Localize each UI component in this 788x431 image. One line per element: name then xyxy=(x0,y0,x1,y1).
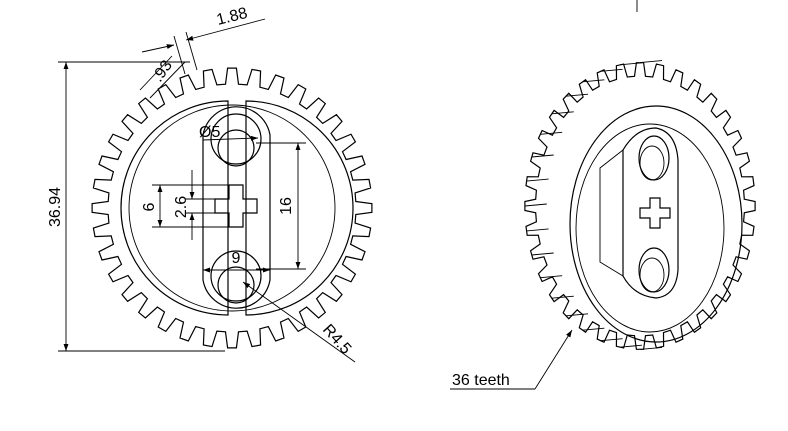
iso-tooth-ridge xyxy=(551,295,574,299)
gear-tooth-outline xyxy=(91,67,373,349)
dim-axle-inner xyxy=(185,170,215,240)
iso-beam-side xyxy=(599,149,624,277)
iso-tooth-ridge xyxy=(526,178,549,182)
iso-tooth-ridge xyxy=(565,313,589,317)
right-half-plate xyxy=(245,100,354,316)
dim-axle-outer xyxy=(152,184,229,228)
iso-tooth-ridge xyxy=(531,154,554,158)
bottom-pin-hole xyxy=(210,250,262,302)
dim-tooth-depth-label: .93 xyxy=(149,57,176,85)
iso-center-beam xyxy=(622,127,679,299)
iso-tooth-ridge xyxy=(531,252,554,256)
callout-leader xyxy=(450,329,573,390)
iso-tooth-ridge xyxy=(526,228,549,232)
dim-hole-spacing-label: 16 xyxy=(278,197,295,215)
dim-tooth-width-label: 1.88 xyxy=(215,5,249,29)
front-view: 36.94 1.88 .93 Ø5 16 xyxy=(47,5,373,363)
dim-axle-outer-label: 6 xyxy=(141,202,158,211)
dim-hole-diameter xyxy=(202,135,259,141)
dim-slot-width-label: 9 xyxy=(232,250,241,267)
iso-tooth-ridge xyxy=(600,68,623,72)
iso-top-hole xyxy=(638,135,670,181)
dim-axle-inner-label: 2.6 xyxy=(173,196,190,218)
iso-rim-inner-back xyxy=(575,123,725,333)
iso-tooth-ridge xyxy=(540,131,563,135)
iso-tooth-ridge xyxy=(639,60,663,64)
dim-tooth-depth xyxy=(139,55,186,99)
iso-tooth-ridge xyxy=(524,203,547,207)
iso-tooth-ridge xyxy=(619,62,643,66)
iso-tooth-ridge xyxy=(540,275,563,279)
gear-root-circle xyxy=(128,104,336,312)
dim-overall-diameter xyxy=(58,61,225,352)
iso-rim-inner xyxy=(569,105,743,343)
iso-tooth-ridge xyxy=(565,93,589,97)
center-beam xyxy=(202,106,271,309)
iso-tooth-ridge xyxy=(619,344,643,348)
iso-tooth-ridge xyxy=(639,346,663,350)
iso-tooth-ridge xyxy=(582,327,605,331)
iso-tooth-ridge xyxy=(582,79,605,83)
cross-axle-hole xyxy=(214,184,258,228)
dim-tooth-width xyxy=(141,18,266,75)
iso-tooth-ridge xyxy=(551,111,574,115)
dim-overall-diameter-label: 36.94 xyxy=(47,187,64,227)
iso-tooth-ridges xyxy=(524,60,663,350)
iso-bottom-hole xyxy=(638,247,670,293)
callout-teeth-label: 36 teeth xyxy=(452,372,510,389)
iso-top-hole-inner xyxy=(639,145,665,181)
iso-cross-axle xyxy=(639,197,671,229)
iso-bottom-hole-inner xyxy=(639,257,665,293)
iso-gear-tooth-outline xyxy=(524,62,756,350)
top-pin-hole-inner xyxy=(217,129,255,167)
iso-tooth-ridge xyxy=(600,338,623,342)
dim-end-radius xyxy=(242,281,356,363)
top-pin-hole xyxy=(210,113,262,165)
left-half-plate xyxy=(120,100,229,316)
isometric-view: 36 teeth xyxy=(450,0,756,390)
dim-hole-diameter-label: Ø5 xyxy=(199,124,220,141)
bottom-pin-hole-inner xyxy=(217,266,255,304)
